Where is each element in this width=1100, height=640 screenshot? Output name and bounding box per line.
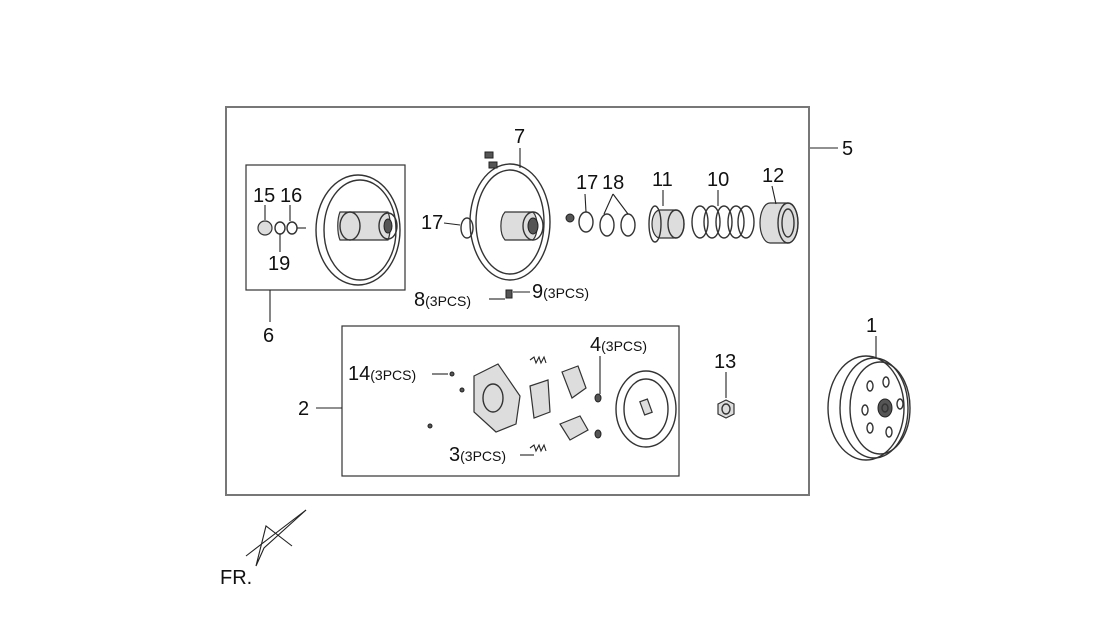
label-16: 16 [280,185,302,207]
collar-11 [648,205,685,243]
subassembly-box-2 [341,325,680,477]
leader-lines [264,147,877,456]
label-18: 18 [602,172,624,194]
label-14-qty: 14(3PCS) [348,363,416,385]
label-12: 12 [762,165,784,187]
o-ring-17-left [460,217,474,239]
label-8-qty: 8(3PCS) [414,289,471,311]
seals-17-18 [565,211,636,237]
assembly-frame [225,106,810,496]
label-11: 11 [652,169,673,191]
label-17-left: 17 [421,212,443,234]
label-19: 19 [268,253,290,275]
movable-face-part [469,151,551,281]
label-5: 5 [842,138,853,160]
label-13: 13 [714,351,736,373]
clutch-assembly-2 [427,355,677,453]
clutch-bell-1 [827,355,911,461]
label-6: 6 [263,325,274,347]
label-15: 15 [253,185,275,207]
label-9-qty: 9(3PCS) [532,281,589,303]
nut-13 [717,399,735,419]
front-direction-label: FR. [220,567,252,589]
label-17-right: 17 [576,172,598,194]
label-2: 2 [298,398,309,420]
label-7: 7 [514,126,525,148]
label-3-qty: 3(3PCS) [449,444,506,466]
driven-face-part [315,174,401,286]
pins-8-9 [489,289,530,300]
small-parts-15-16-19 [257,220,306,236]
label-4-qty: 4(3PCS) [590,334,647,356]
subassembly-box-6 [245,164,406,291]
label-10: 10 [707,169,729,191]
front-direction-arrow-icon [245,509,307,567]
cup-12 [759,202,799,244]
label-1: 1 [866,315,877,337]
spring-10 [691,205,755,239]
